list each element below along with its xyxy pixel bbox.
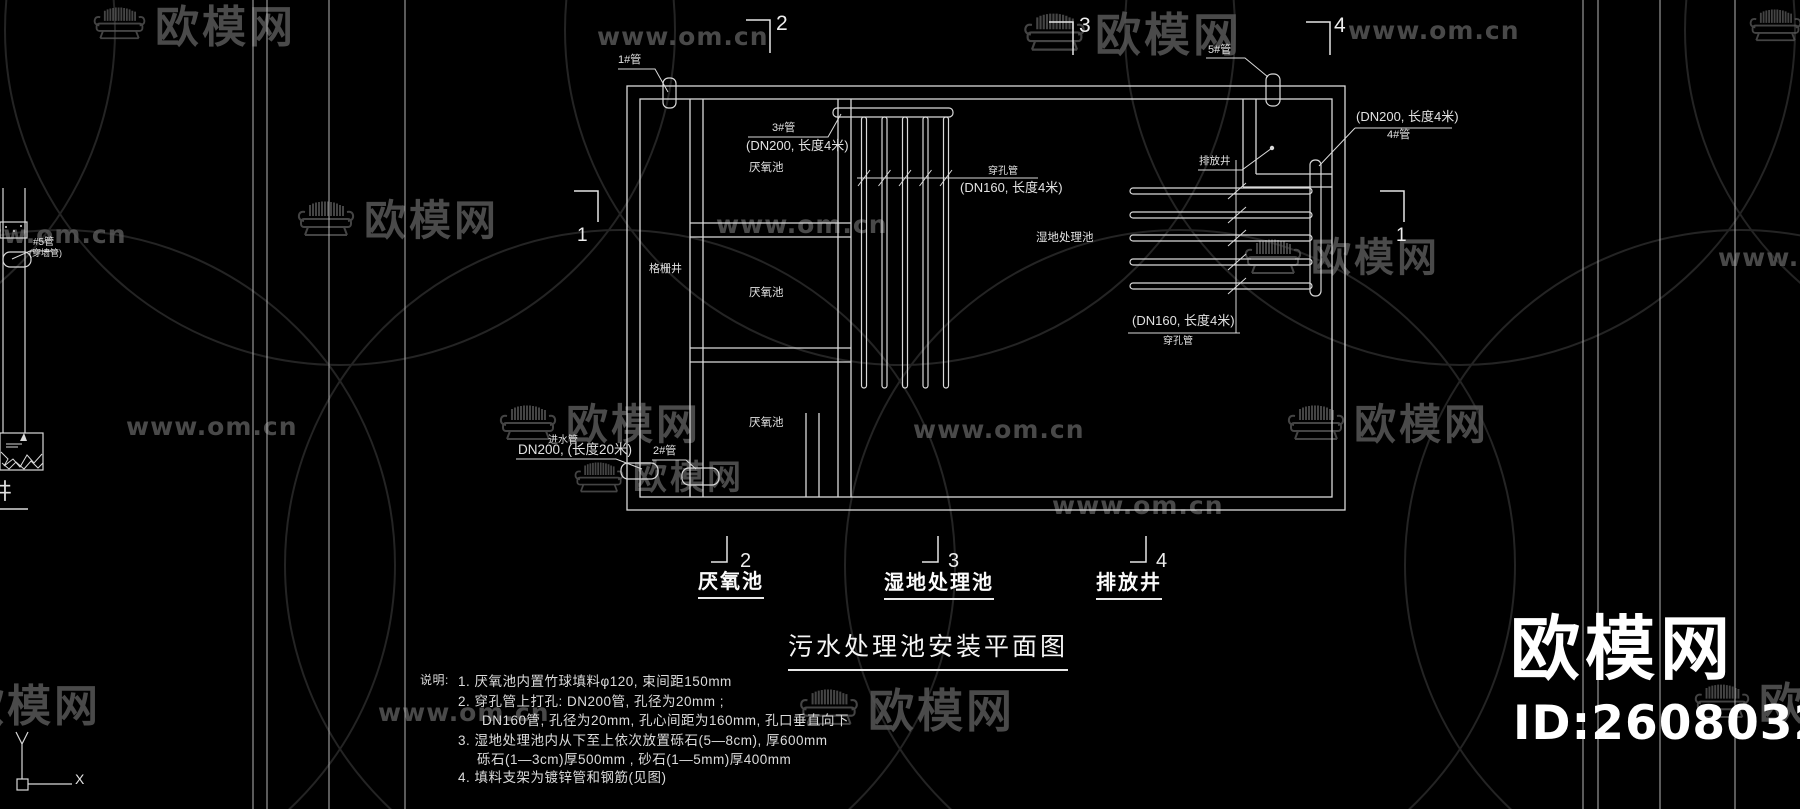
note-line: DN160管, 孔径为20mm, 孔心间距为160mm, 孔口垂直向下 <box>482 713 850 728</box>
section-marker-4-top: 4 <box>1334 14 1346 37</box>
dn160-spec-label: (DN160, 长度4米) <box>1132 313 1235 328</box>
tank-walls <box>626 85 1346 511</box>
section-marker-3-top: 3 <box>1079 14 1091 37</box>
section-marker-2-top: 2 <box>776 12 788 35</box>
section-marker-brackets <box>574 19 1405 563</box>
pipe3-label: 3#管 <box>772 122 796 134</box>
grille-well-label: 格栅井 <box>649 263 682 275</box>
pipe-fittings <box>620 73 1281 486</box>
clipped-well-character: 井 <box>0 479 13 504</box>
inlet-spec-label: DN200, (长度20米) <box>518 442 633 457</box>
anaerobic-tank-label: 厌氧池 <box>749 417 784 429</box>
section-marker-2-bottom: 2 <box>740 550 752 572</box>
inlet-pipe-label: 进水管 <box>548 435 578 446</box>
site-logo-text: 欧模网 <box>1510 610 1735 688</box>
watermark-site: www.om.cn <box>716 210 888 239</box>
notes-heading: 说明: <box>420 673 449 687</box>
watermark-site: www.om.cn <box>1348 16 1520 45</box>
watermark-site: www.om.cn <box>378 698 550 727</box>
perforated-pipe-label: 穿孔管 <box>988 166 1018 177</box>
side-pipe5-sub-label: (穿墙管) <box>29 248 62 258</box>
anaerobic-tank-label: 厌氧池 <box>749 287 784 299</box>
pipe1-label: 1#管 <box>618 54 642 66</box>
side-pipe5-label: #5管 <box>33 237 55 248</box>
watermark-site: www.om.cn <box>1718 243 1800 272</box>
pipe2-label: 2#管 <box>653 445 677 457</box>
note-line: 砾石(1—3cm)厚500mm , 砂石(1—5mm)厚400mm <box>477 752 792 767</box>
discharge-zone-title: 排放井 <box>1096 566 1162 600</box>
watermark-site: www.om.cn <box>597 22 769 51</box>
asset-id-text: ID:2608032 <box>1513 696 1800 751</box>
note-line: 4. 填料支架为镀锌管和钢筋(见图) <box>458 770 667 785</box>
section-marker-1-right: 1 <box>1396 225 1407 246</box>
ucs-x-label: X <box>75 771 85 787</box>
section-marker-1-left: 1 <box>577 225 588 246</box>
wetland-zone-title: 湿地处理池 <box>884 566 994 600</box>
wetland-tank-label: 湿地处理池 <box>1036 232 1094 244</box>
watermark-site: www.om.cn <box>913 415 1085 444</box>
left-edge-detail <box>0 188 58 510</box>
pipe4-label: 4#管 <box>1387 129 1411 141</box>
pipes <box>832 107 1322 389</box>
note-line: 2. 穿孔管上打孔: DN200管, 孔径为20mm ; <box>458 694 725 709</box>
pipe5-label: 5#管 <box>1208 44 1232 56</box>
watermark-site: www.om.cn <box>126 412 298 441</box>
anaerobic-zone-title: 厌氧池 <box>698 565 764 599</box>
anaerobic-tank-label: 厌氧池 <box>749 162 784 174</box>
discharge-well-label: 排放井 <box>1199 155 1231 167</box>
drawing-title: 污水处理池安装平面图 <box>788 627 1069 671</box>
frame-lines <box>252 0 1736 809</box>
watermark-site: www.om.cn <box>1052 491 1224 520</box>
note-line: 1. 厌氧池内置竹球填料φ120, 束间距150mm <box>458 674 732 689</box>
section-marker-3-bottom: 3 <box>948 550 960 572</box>
ucs-axis-icon <box>15 731 72 791</box>
pipe4-spec-label: (DN200, 长度4米) <box>1356 109 1459 124</box>
dn160-spec-label: (DN160, 长度4米) <box>960 180 1063 195</box>
leader-lines <box>516 57 1452 470</box>
pipe3-spec-label: (DN200, 长度4米) <box>746 138 849 153</box>
watermark-brand: 欧模网 <box>0 681 101 732</box>
watermark-site: www.om.cn <box>0 220 127 249</box>
note-line: 3. 湿地处理池内从下至上依次放置砾石(5—8cm), 厚600mm <box>458 733 828 748</box>
perforated-pipe-label: 穿孔管 <box>1163 336 1193 347</box>
section-marker-4-bottom: 4 <box>1156 550 1168 572</box>
